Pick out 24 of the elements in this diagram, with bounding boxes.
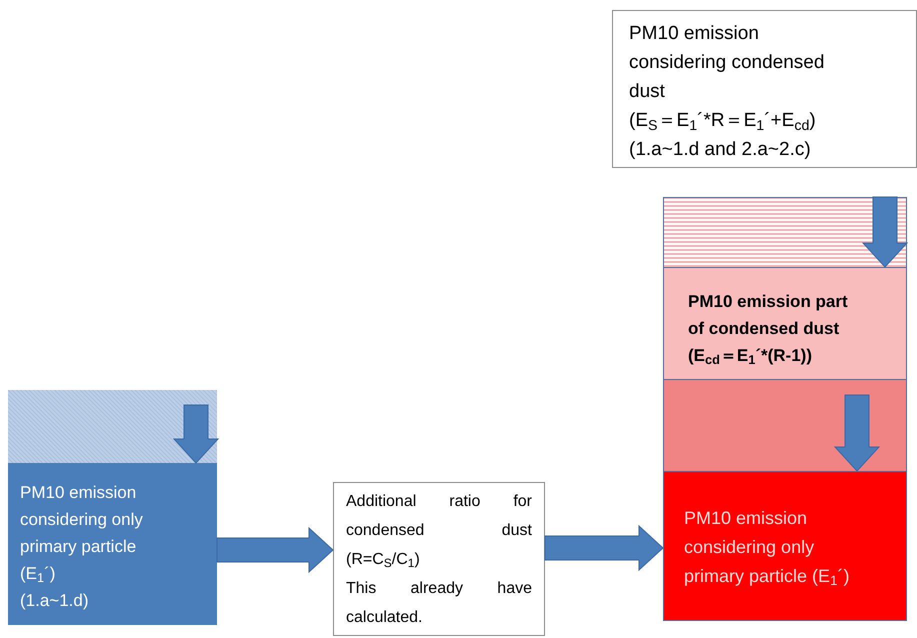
text-box — [333, 482, 545, 636]
node-text: PM10 emission considering condensed dust — [629, 22, 826, 104]
striped-band — [663, 197, 907, 267]
node-text: (E$_{S}$＝E$_{1}$´*R＝E$_{1}$´+E$_{cd}$) — [629, 109, 817, 135]
process-box — [8, 463, 217, 625]
block-arrow — [834, 394, 880, 472]
hatched-band — [8, 390, 217, 463]
node-text: This already have calculated. — [346, 579, 532, 628]
node-text: PM10 emission part of condensed dust — [688, 291, 849, 340]
text-box — [612, 10, 917, 168]
block-arrow — [862, 196, 908, 268]
node-text: (1.a~1.d) — [20, 590, 90, 612]
shaded-band — [663, 379, 907, 471]
node-text: (1.a~1.d and 2.a~2.c) — [629, 138, 812, 162]
process-box — [663, 471, 907, 621]
node-text: (E$_{cd}$＝E$_{1}$´*(R-1)) — [688, 345, 813, 369]
node-text: (E$_{1}$´) — [20, 563, 56, 587]
block-arrow — [172, 404, 220, 464]
block-arrow — [544, 524, 664, 572]
node-text: Additional ratio for condensed dust (R=C$_{S}$/C$_{1}$) — [346, 492, 532, 572]
node-text: PM10 emission considering only primary particle — [20, 482, 144, 558]
process-box — [663, 267, 907, 379]
block-arrow — [216, 526, 334, 574]
node-text: PM10 emission considering only primary particle (E$_{1}$´) — [684, 507, 851, 590]
